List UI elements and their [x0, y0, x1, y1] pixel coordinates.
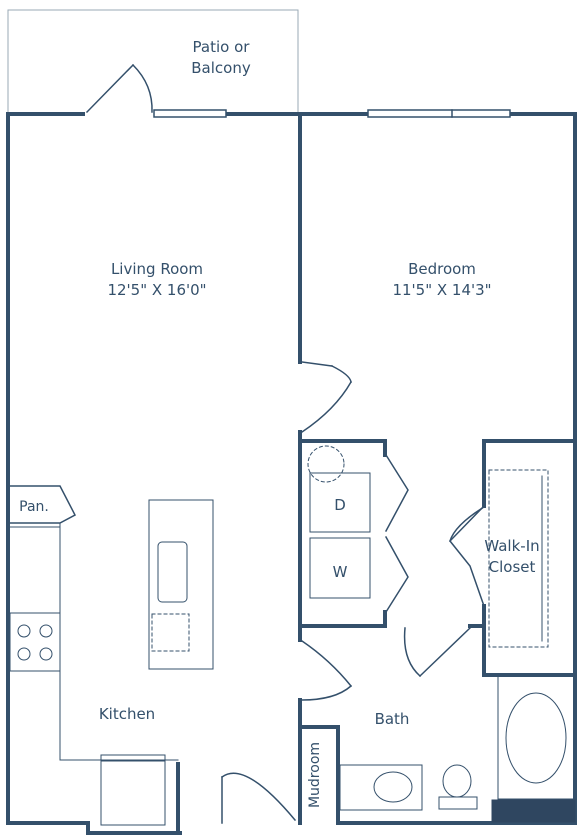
kitchen-counters — [9, 522, 179, 761]
bath-label: Bath — [374, 710, 410, 728]
stove-icon — [17, 624, 53, 661]
mudroom-label: Mudroom — [307, 741, 323, 809]
refrigerator-icon — [100, 754, 166, 826]
walls — [6, 112, 577, 835]
bath-fixtures — [339, 675, 576, 823]
doors — [9, 63, 486, 824]
windows — [153, 109, 511, 118]
closet-label: Walk-In Closet — [484, 537, 540, 576]
kitchen-label: Kitchen — [98, 705, 156, 723]
washer-label: W — [332, 563, 348, 581]
kitchen-island — [148, 499, 214, 670]
pantry-label: Pan. — [19, 499, 49, 515]
closet-shelves — [488, 469, 549, 648]
bedroom-label: Bedroom 11'5" X 14'3" — [392, 260, 492, 299]
laundry-machines — [307, 445, 371, 599]
patio-label: Patio or Balcony — [191, 38, 251, 77]
living-room-label: Living Room 12'5" X 16'0" — [107, 260, 207, 299]
dryer-label: D — [334, 496, 346, 514]
patio-outline — [7, 9, 299, 113]
